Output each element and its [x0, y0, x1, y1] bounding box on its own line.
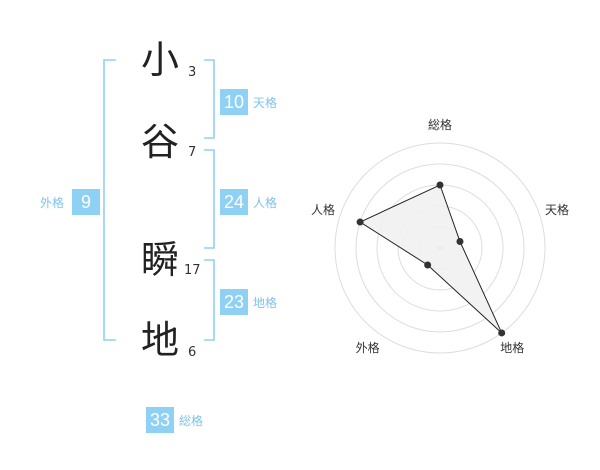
radar-axis-label: 天格: [544, 202, 569, 217]
radar-point: [356, 218, 364, 226]
stroke-count-2: 7: [188, 145, 197, 160]
stroke-count-1: 3: [188, 65, 197, 80]
jinkaku-bracket: [204, 149, 215, 249]
radar-axis-label: 外格: [355, 340, 380, 355]
radar-point: [424, 261, 432, 269]
chikaku-value: 23: [220, 289, 248, 315]
tenkaku-label: 天格: [253, 96, 278, 110]
gaikaku-value: 9: [72, 189, 100, 215]
radar-point: [456, 238, 464, 246]
radar-axis-label: 総格: [427, 118, 452, 132]
radar-axis-label: 人格: [311, 202, 336, 217]
tenkaku-bracket: [204, 59, 215, 139]
name-char-2: 谷: [140, 120, 179, 164]
radar-ring: [355, 163, 525, 333]
gaikaku-bracket: [103, 59, 116, 341]
jinkaku-label: 人格: [253, 196, 278, 210]
soukaku-label: 総格: [179, 414, 204, 428]
radar-point: [498, 329, 506, 337]
name-char-3: 瞬: [140, 238, 179, 282]
radar-polygon: [359, 184, 503, 334]
tenkaku-value: 10: [220, 89, 248, 115]
stroke-count-3: 17: [184, 263, 201, 278]
radar-ring: [334, 142, 546, 354]
stroke-count-4: 6: [188, 345, 197, 360]
chikaku-label: 地格: [253, 296, 278, 310]
radar-point: [436, 181, 444, 189]
gaikaku-label: 外格: [40, 196, 65, 210]
name-char-1: 小: [140, 38, 179, 82]
jinkaku-value: 24: [220, 189, 248, 215]
radar-axis-label: 地格: [500, 340, 525, 355]
soukaku-value: 33: [146, 407, 174, 433]
chikaku-bracket: [204, 259, 215, 341]
name-char-4: 地: [140, 318, 179, 362]
